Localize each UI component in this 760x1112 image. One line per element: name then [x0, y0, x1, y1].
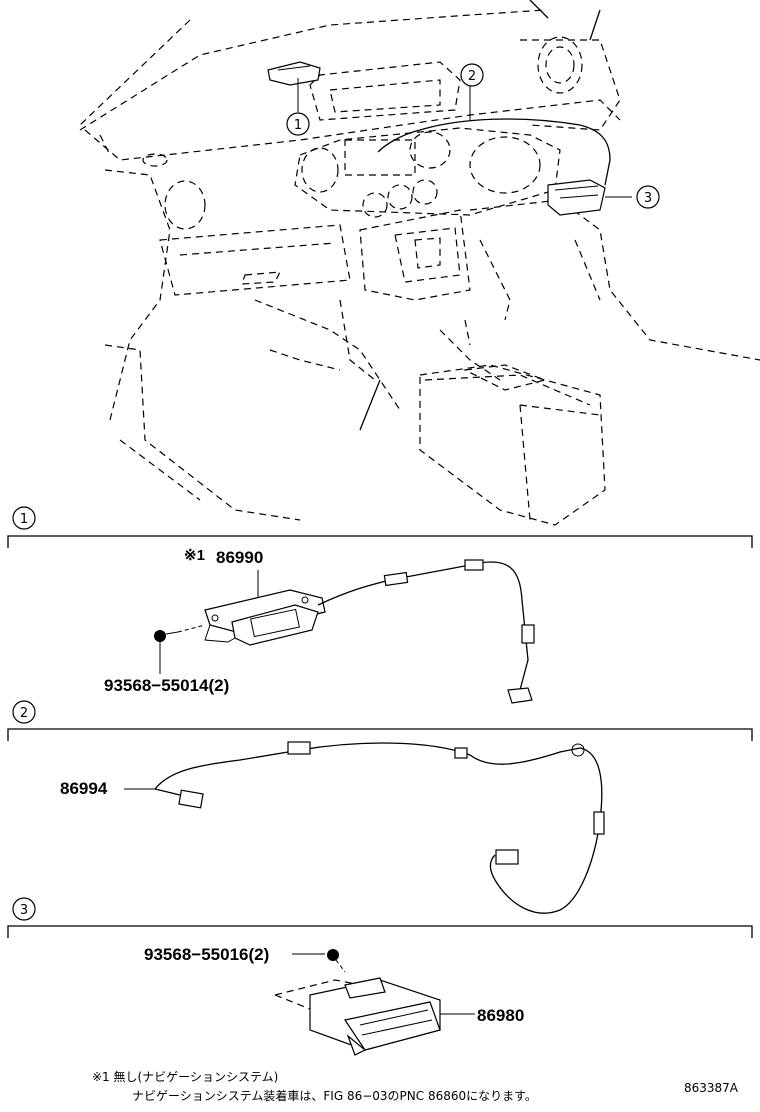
- footnote-line-1: ※1 無し(ナビゲーションシステム): [92, 1069, 278, 1084]
- part-86990-note-mark: ※1: [184, 547, 205, 564]
- section-3-number: 3: [20, 903, 28, 918]
- section-3: 3 93568−55016(2) 86980: [7, 897, 753, 1056]
- part-86990-label: 86990: [216, 548, 263, 567]
- callout-2: 2: [460, 63, 484, 87]
- figure-id: 863387A: [684, 1081, 739, 1095]
- part-3-location: [547, 179, 606, 216]
- part-86990-drawing: [204, 589, 326, 646]
- bolt-93568-55016: [327, 949, 346, 973]
- callout-1: 1: [286, 112, 310, 136]
- bolt-93568-55014: [154, 624, 206, 642]
- callout-3: 3: [636, 185, 660, 209]
- part-86994-drawing: [154, 741, 605, 914]
- svg-text:1: 1: [294, 118, 302, 133]
- svg-text:3: 3: [644, 191, 652, 206]
- part-86980-drawing: [274, 977, 441, 1056]
- part-86980-label: 86980: [477, 1006, 524, 1025]
- part-86994-label: 86994: [60, 779, 108, 798]
- section-2: 2 86994: [7, 700, 753, 914]
- section-2-number: 2: [20, 706, 28, 721]
- svg-text:2: 2: [468, 69, 476, 84]
- part-1-location: [267, 61, 321, 86]
- section-1: 1 ※1 86990 93568−55014(2): [7, 506, 753, 704]
- section-1-number: 1: [20, 512, 28, 527]
- footnote-line-2: ナビゲーションシステム装着車は、FIG 86−03のPNC 86860になります…: [132, 1088, 537, 1103]
- part-93568-55014-label: 93568−55014(2): [104, 676, 229, 695]
- dashboard-overview: [79, 0, 760, 526]
- part-93568-55016-label: 93568−55016(2): [144, 945, 269, 964]
